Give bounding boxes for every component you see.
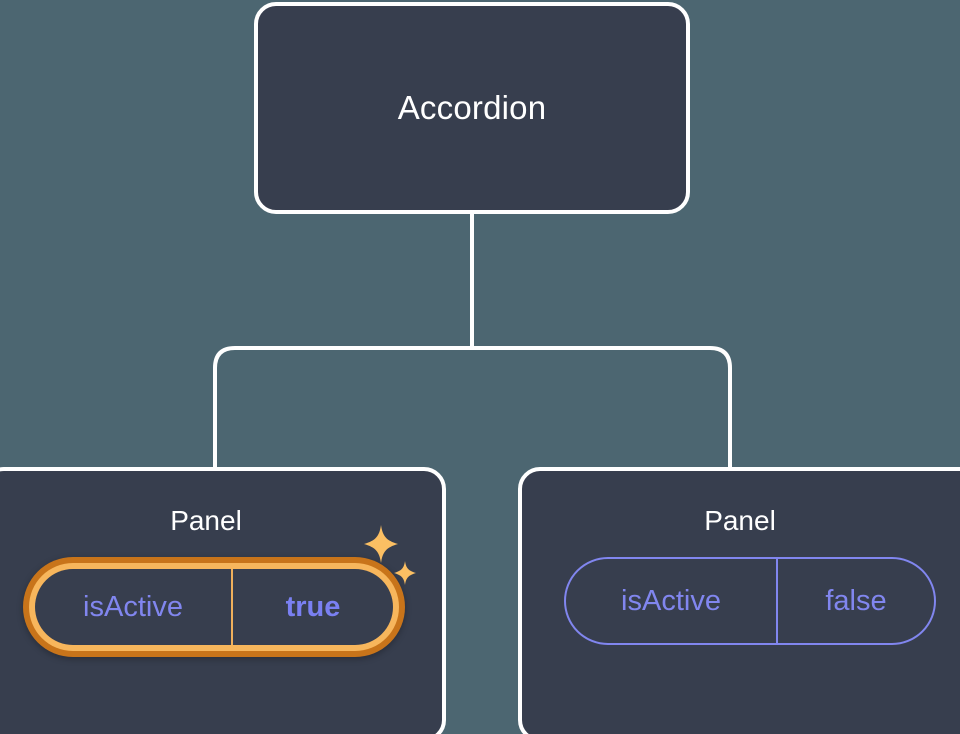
prop-pill-inactive[interactable]: isActive false — [564, 557, 936, 645]
node-accordion[interactable]: Accordion — [254, 2, 690, 214]
prop-value-true: true — [285, 590, 341, 623]
prop-pill-active-wrap: isActive true — [0, 525, 442, 657]
connector-branch-bus — [213, 346, 732, 467]
prop-value-false: false — [825, 584, 887, 617]
prop-pill-active-ring: isActive true — [29, 563, 399, 651]
node-panel-inactive[interactable]: Panel isActive false — [518, 467, 960, 734]
prop-pill-active[interactable]: isActive true — [23, 557, 405, 657]
prop-key-isactive-active: isActive — [35, 569, 233, 645]
prop-pill-active-core: isActive true — [35, 569, 393, 645]
node-panel-active-title: Panel — [170, 505, 242, 536]
node-panel-active[interactable]: Panel isActive true — [0, 467, 446, 734]
node-accordion-title: Accordion — [397, 89, 547, 126]
node-panel-inactive-title: Panel — [704, 505, 776, 536]
prop-pill-inactive-wrap: isActive false — [522, 557, 960, 645]
prop-key-isactive-inactive: isActive — [566, 559, 778, 643]
